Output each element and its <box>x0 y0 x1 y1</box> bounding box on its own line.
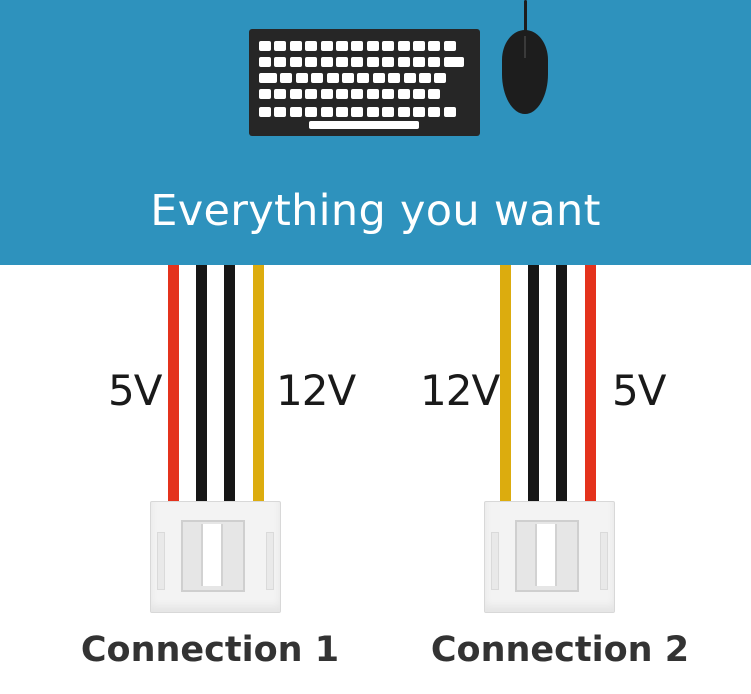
connector-housing-1 <box>150 501 281 613</box>
keyboard-key <box>397 57 410 67</box>
keyboard-key <box>413 89 425 99</box>
keyboard-key <box>397 107 410 117</box>
keyboard-key <box>366 107 379 117</box>
keyboard-key <box>413 107 425 117</box>
keyboard-key <box>289 107 302 117</box>
keyboard-key <box>443 57 464 67</box>
keyboard-key <box>280 73 293 83</box>
keyboard-key <box>382 107 395 117</box>
keyboard-key <box>366 41 379 51</box>
keyboard-key <box>342 73 354 83</box>
keyboard-key <box>336 57 348 67</box>
connector-side-rib <box>157 532 165 590</box>
wire-red-connector-1 <box>168 265 179 503</box>
keyboard-key <box>311 73 324 83</box>
connector-latch <box>201 524 223 586</box>
keyboard-key <box>351 41 364 51</box>
keyboard-key <box>305 107 318 117</box>
keyboard-key <box>428 57 441 67</box>
keyboard-key <box>274 107 287 117</box>
keyboard-key <box>336 107 348 117</box>
wire-yellow-connector-1 <box>253 265 264 503</box>
keyboard-key <box>326 73 339 83</box>
keyboard-key <box>413 41 425 51</box>
keyboard-key <box>259 57 271 67</box>
keyboard-key <box>289 57 302 67</box>
keyboard-spacebar <box>309 121 419 129</box>
mouse-button-split <box>524 36 526 58</box>
wire-black-connector-2 <box>556 265 567 503</box>
keyboard-key <box>351 57 364 67</box>
keyboard-key <box>428 107 441 117</box>
keyboard-key <box>274 89 287 99</box>
header-banner: Everything you want <box>0 0 751 265</box>
voltage-label-left-1: 5V <box>108 366 162 415</box>
keyboard-key <box>382 41 395 51</box>
mouse-icon <box>502 30 548 114</box>
keyboard-key <box>382 89 395 99</box>
keyboard-key <box>320 89 333 99</box>
keyboard-key <box>443 41 456 51</box>
keyboard-key <box>305 41 318 51</box>
keyboard-key <box>413 57 425 67</box>
keyboard-key <box>259 89 271 99</box>
keyboard-key <box>419 73 431 83</box>
connector-side-rib <box>491 532 499 590</box>
keyboard-key <box>351 107 364 117</box>
keyboard-key <box>428 41 441 51</box>
keyboard-key <box>336 41 348 51</box>
keyboard-key <box>259 73 277 83</box>
keyboard-key <box>305 57 318 67</box>
keyboard-key <box>336 89 348 99</box>
keyboard-key <box>382 57 395 67</box>
keyboard-key <box>388 73 401 83</box>
keyboard-key <box>351 89 364 99</box>
keyboard-key <box>357 73 370 83</box>
keyboard-key <box>372 73 385 83</box>
wire-black-connector-2 <box>528 265 539 503</box>
connector-housing-2 <box>484 501 615 613</box>
wire-red-connector-2 <box>585 265 596 503</box>
wire-yellow-connector-2 <box>500 265 511 503</box>
connection-2-label: Connection 2 <box>430 630 690 670</box>
connector-latch <box>535 524 557 586</box>
mouse-cable <box>524 0 527 33</box>
keyboard-key <box>259 107 271 117</box>
keyboard-key <box>403 73 416 83</box>
keyboard-key <box>366 57 379 67</box>
keyboard-key <box>428 89 441 99</box>
keyboard-key <box>320 57 333 67</box>
keyboard-key <box>443 107 456 117</box>
keyboard-key <box>289 41 302 51</box>
banner-title: Everything you want <box>150 186 601 236</box>
keyboard-key <box>305 89 318 99</box>
keyboard-key <box>320 107 333 117</box>
wire-black-connector-1 <box>196 265 207 503</box>
keyboard-icon <box>249 29 480 136</box>
keyboard-key <box>274 41 287 51</box>
voltage-label-right-2: 5V <box>612 366 666 415</box>
keyboard-key <box>320 41 333 51</box>
keyboard-key <box>274 57 287 67</box>
keyboard-key <box>289 89 302 99</box>
voltage-label-left-2: 12V <box>420 366 500 415</box>
keyboard-key <box>259 41 271 51</box>
connector-side-rib <box>266 532 274 590</box>
keyboard-key <box>397 89 410 99</box>
wire-black-connector-1 <box>224 265 235 503</box>
keyboard-key <box>295 73 308 83</box>
keyboard-key <box>434 73 447 83</box>
connection-1-label: Connection 1 <box>80 630 340 670</box>
keyboard-key <box>366 89 379 99</box>
keyboard-key <box>397 41 410 51</box>
connector-side-rib <box>600 532 608 590</box>
voltage-label-right-1: 12V <box>276 366 356 415</box>
